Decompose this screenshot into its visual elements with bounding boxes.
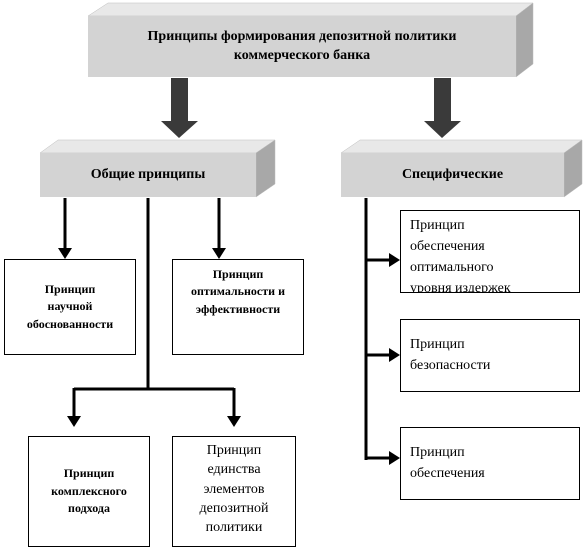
complex-line-1: Принцип	[63, 466, 115, 481]
scientific-line-1: Принцип	[44, 281, 96, 296]
optimal-costs-line-1: Принцип	[410, 218, 465, 233]
optimality-line-2: оптимальности и	[191, 284, 285, 299]
optimality-line-3: эффективности	[195, 301, 281, 316]
general-arrowheads	[58, 248, 241, 427]
principle-unity-box: Принцип единства элементов депозитной по…	[172, 436, 296, 547]
unity-line-5: политики	[205, 520, 263, 536]
unity-line-3: элементов	[203, 481, 265, 497]
principle-scientific-box: Принцип научной обоснованности	[4, 259, 136, 355]
specific-principles-label: Специфические	[401, 166, 504, 182]
complex-line-2: комплексного	[51, 483, 127, 498]
optimal-costs-line-4: уровня издержек	[410, 281, 511, 293]
specific-bevel	[340, 139, 583, 198]
general-connectors	[63, 198, 236, 417]
principle-provision-box: Принцип обеспечения	[400, 427, 580, 500]
diagram-title: Принципы формирования депозитной политик…	[88, 16, 516, 77]
general-principles-label: Общие принципы	[90, 166, 206, 182]
principle-safety-box: Принцип безопасности	[400, 319, 580, 392]
provision-line-1: Принцип	[410, 445, 465, 461]
optimal-costs-line-2: обеспечения	[410, 239, 485, 254]
specific-arrowheads	[389, 253, 400, 465]
principle-optimal-costs-box: Принцип обеспечения оптимального уровня …	[400, 210, 580, 293]
safety-line-2: безопасности	[410, 357, 491, 373]
scientific-line-3: обоснованности	[26, 316, 114, 331]
title-line-1: Принципы формирования депозитной политик…	[147, 28, 457, 44]
unity-line-2: единства	[207, 462, 261, 478]
provision-line-2: обеспечения	[410, 465, 485, 481]
title-line-2: коммерческого банка	[233, 47, 371, 63]
general-bevel	[39, 139, 276, 198]
optimality-line-1: Принцип	[212, 267, 264, 281]
scientific-line-2: научной	[47, 299, 93, 314]
principle-optimality-box: Принцип оптимальности и эффективности	[172, 259, 304, 355]
specific-connectors	[364, 198, 391, 460]
complex-line-3: подхода	[68, 501, 110, 516]
arrow-to-general	[161, 78, 198, 138]
arrow-to-specific	[424, 78, 461, 138]
optimal-costs-line-3: оптимального	[410, 260, 494, 275]
title-bevel	[87, 2, 534, 78]
principle-complex-box: Принцип комплексного подхода	[28, 436, 150, 547]
unity-line-4: депозитной	[199, 500, 269, 516]
safety-line-1: Принцип	[410, 337, 465, 353]
unity-line-1: Принцип	[206, 443, 262, 458]
